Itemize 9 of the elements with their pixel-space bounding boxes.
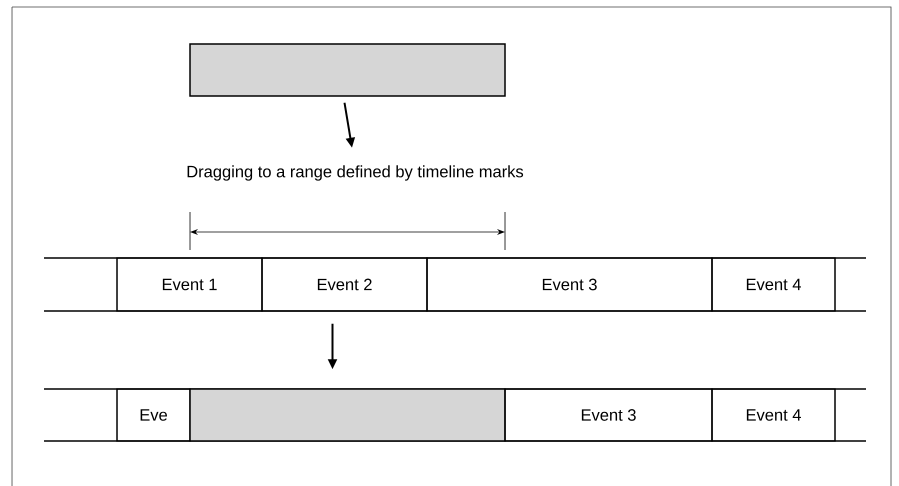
event-cell: Event 1 [116, 257, 263, 312]
selected-range [189, 388, 506, 442]
event-cell: Event 4 [711, 388, 836, 442]
event-cell: Event 4 [711, 257, 836, 312]
event-cell: Event 3 [504, 388, 713, 442]
event-cell: Event 2 [261, 257, 428, 312]
event-cell: Event 3 [426, 257, 713, 312]
caption-text: Dragging to a range defined by timeline marks [188, 165, 524, 181]
dragged-clip [189, 43, 506, 97]
